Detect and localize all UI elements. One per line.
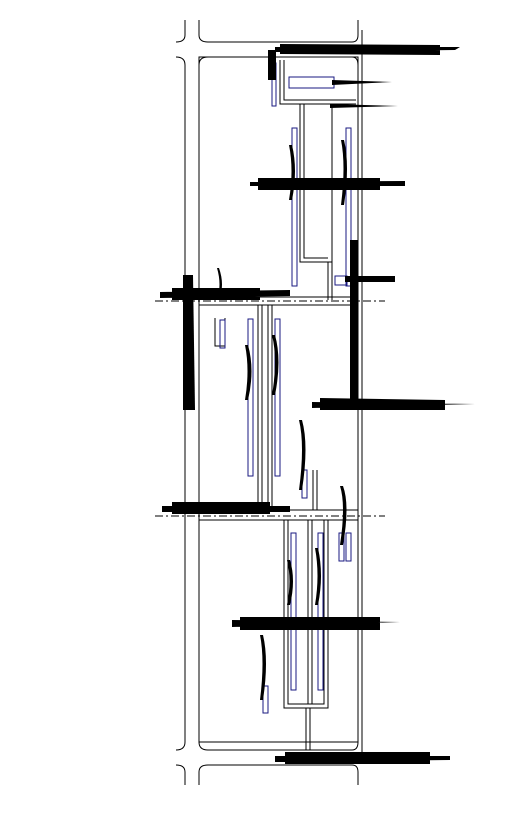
annotation-bar-bottom [275,752,450,764]
conduit-lower-d [338,532,345,562]
pipe-middle-pair [257,305,273,506]
conduit-middle-c [219,319,226,349]
annotation-bar-conduit [332,80,392,85]
annotation-bar-section2 [162,502,290,514]
pipe-upper-drop [327,262,333,300]
marker-lower-a [287,560,293,605]
marker-middle-b [272,335,279,395]
annotation-bar-pipe [330,104,398,108]
road-bottom-inner-left [175,764,186,785]
annotation-bar-top [275,44,460,55]
road-bottom-left-corner [198,741,359,751]
conduit-upper-left [291,127,298,287]
road-left-inner [198,56,359,66]
conduit-accent [219,62,352,714]
vertical-markers [183,50,358,700]
marker-middle-d [299,420,306,490]
conduit-lower-e [345,532,352,562]
conduit-middle-a [247,318,254,477]
marker-top-stub [268,50,276,80]
block-lower [198,519,359,743]
road-bottom-inner-right [198,764,359,785]
marker-left-stack [183,275,195,410]
road-top-right-corner [198,20,359,43]
marker-lower-c [260,635,266,700]
block-upper [198,56,359,298]
annotation-bar-section1 [160,288,290,300]
marker-upper-left [289,145,295,200]
pipe-lower-outlet [305,708,311,750]
conduit-lower-a [290,532,297,691]
marker-right-stack [350,240,358,410]
pipe-middle-right [312,470,318,510]
marker-middle-a [245,345,252,400]
marker-lower-b [315,548,321,605]
marker-stub-top [217,268,222,300]
conduit-top [288,76,335,89]
annotation-bar-middle [312,398,475,410]
annotation-bar-lower [232,617,400,630]
marker-lower-d [340,486,347,545]
conduit-lower-b [317,532,324,691]
annotation-bar-upper [250,178,405,190]
annotation-bars [160,44,475,764]
pipe-upper-loop [279,60,356,105]
conduit-upper-right [345,127,352,287]
conduit-middle-b [274,318,281,477]
pipe-lower-spine [307,520,313,704]
marker-upper-right [341,140,347,205]
road-top-left-corner [175,20,186,43]
